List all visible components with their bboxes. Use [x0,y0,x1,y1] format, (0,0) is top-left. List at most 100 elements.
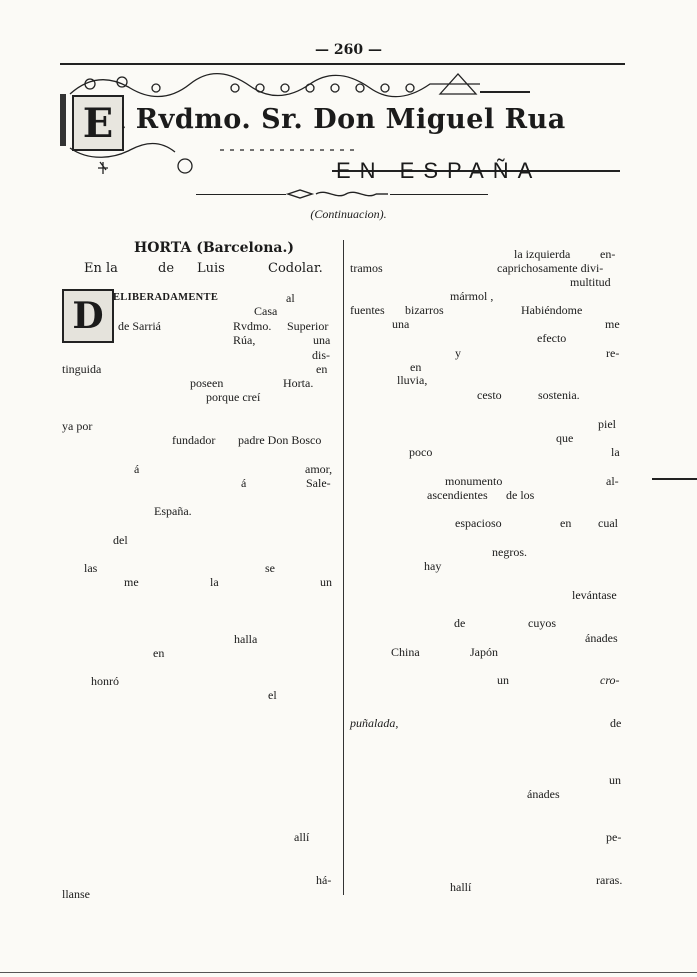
right-word: fuentes [350,303,385,317]
right-word: tramos [350,261,383,275]
left-word: há- [316,873,332,887]
right-word: la [611,445,620,459]
right-word: re- [606,346,620,360]
right-word: cro- [600,673,620,687]
title-drop-letter-glyph: E [82,99,114,147]
continuation-label: (Continuacion). [310,207,387,221]
right-word: lluvia, [397,373,428,387]
right-word: pe- [606,830,622,844]
right-word: un [609,773,621,787]
right-word: hallí [450,880,472,894]
right-word: en- [600,247,616,261]
left-word: al [286,291,295,305]
page-number: — 260 — [315,42,382,58]
left-word: la [210,575,219,589]
right-word: en [560,516,572,530]
right-word: al- [606,474,619,488]
footer-rule [0,972,697,973]
left-word: las [84,561,98,575]
left-word: una [313,333,331,347]
left-word: á [241,476,247,490]
left-word: halla [234,632,258,646]
left-word: fundador [172,433,216,447]
right-word: un [497,673,509,687]
section-rule-left [196,194,286,195]
title-text: El Rvdmo. Sr. Don Miguel Rua [94,104,566,135]
right-word: sostenia. [538,388,580,402]
left-word: el [268,688,277,702]
article-title: El Rvdmo. Sr. Don Miguel Rua [120,104,566,135]
margin-mark [652,478,697,480]
left-word: á [134,462,140,476]
left-word: de Sarriá [118,319,161,333]
right-word: poco [409,445,433,459]
left-word: Rvdmo. [233,319,272,333]
right-word: cuyos [528,616,556,630]
right-word: de [610,716,622,730]
header-rule [60,63,625,65]
left-word: tinguida [62,362,102,376]
right-word: multitud [570,275,611,289]
right-word: que [556,431,574,445]
right-word: ánades [527,787,560,801]
left-word: Rúa, [233,333,256,347]
drop-cap: D [62,289,114,343]
right-word: de [454,616,466,630]
right-word: en [410,360,422,374]
left-word: Horta. [283,376,314,390]
left-word: amor, [305,462,333,476]
title-drop-letter: E [72,95,124,151]
right-word: monumento [445,474,503,488]
right-word: la izquierda [514,247,571,261]
ornament-border-icon [60,72,620,174]
left-word: se [265,561,275,575]
left-word: Superior [287,319,329,333]
left-word: ELIBERADAMENTE [113,292,219,303]
right-word: me [605,317,620,331]
right-word: negros. [492,545,527,559]
left-subheading-3: Luis [197,261,225,276]
right-word: cesto [477,388,502,402]
right-word: cual [598,516,618,530]
divider-ornament-icon [286,189,388,199]
left-word: me [124,575,139,589]
left-word: llanse [62,887,90,901]
right-word: caprichosamente divi- [497,261,604,275]
left-word: allí [294,830,310,844]
left-subheading-2: de [158,261,175,276]
left-word: padre Don Bosco [238,433,322,447]
right-word: ascendientes [427,488,488,502]
left-word: un [320,575,332,589]
right-word: piel [598,417,616,431]
right-word: puñalada, [350,716,399,730]
right-word: hay [424,559,442,573]
right-word: y [455,346,461,360]
right-word: de los [506,488,535,502]
left-word: Sale- [306,476,331,490]
article-subtitle: EN ESPAÑA [336,158,542,183]
left-word: del [113,533,128,547]
left-word: porque creí [206,390,261,404]
left-word: Casa [254,304,278,318]
right-word: bizarros [405,303,444,317]
drop-cap-glyph: D [72,295,104,337]
left-word: poseen [190,376,224,390]
right-word: China [391,645,420,659]
right-word: mármol , [450,289,494,303]
left-word: en [316,362,328,376]
right-word: raras. [596,873,623,887]
right-word: una [392,317,410,331]
left-word: ya por [62,419,93,433]
right-word: Habiéndome [521,303,583,317]
right-word: levántase [572,588,617,602]
right-word: ánades [585,631,618,645]
left-heading: HORTA (Barcelona.) [134,240,294,256]
right-word: espacioso [455,516,502,530]
left-word: dis- [312,348,330,362]
left-word: España. [154,504,192,518]
left-subheading-1: En la [84,261,118,276]
left-word: en [153,646,165,660]
right-word: efecto [537,331,567,345]
column-divider [343,240,344,895]
section-rule-right [390,194,488,195]
